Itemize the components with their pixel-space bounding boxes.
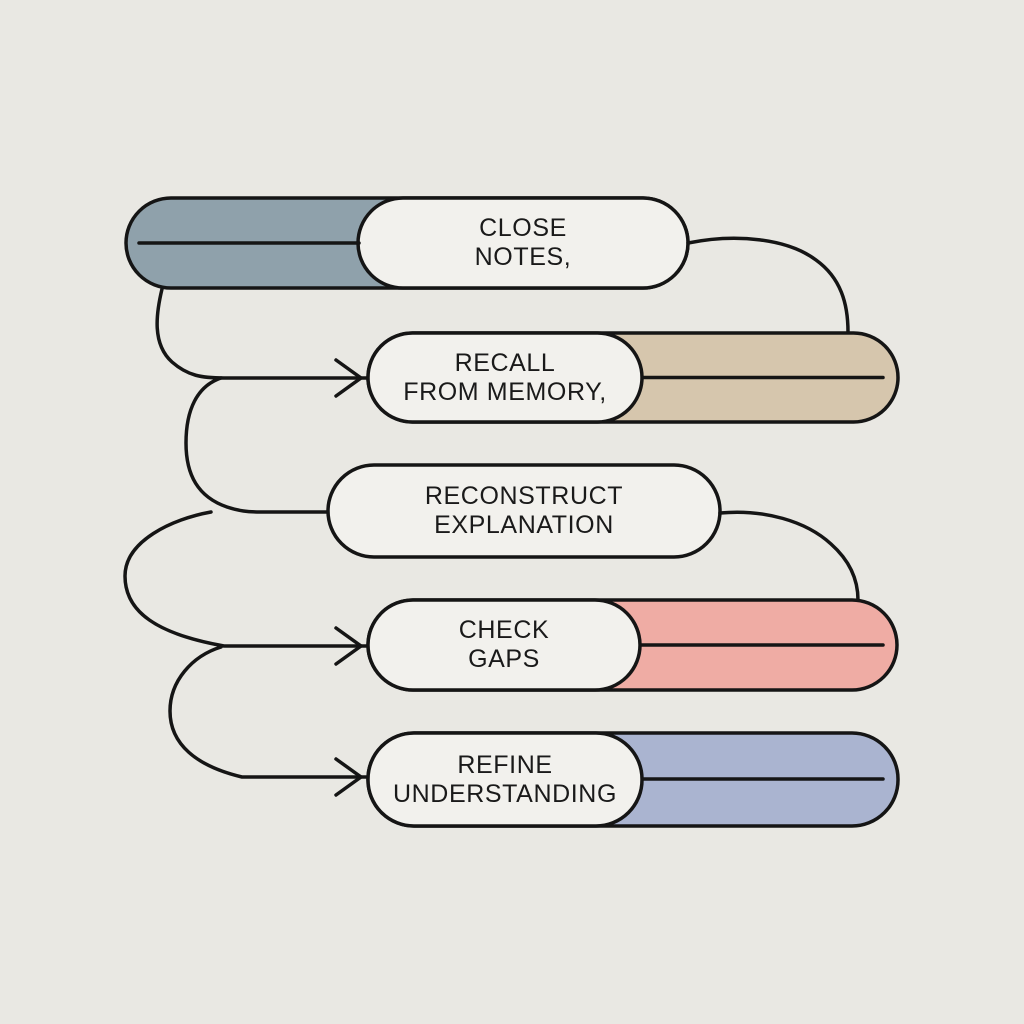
arrowhead-into-check-gaps (334, 626, 364, 666)
connector-reconstruct-to-check-gaps-left (123, 510, 368, 648)
node-refine-shape (366, 731, 644, 828)
connector-recall-to-reconstruct-left (184, 376, 330, 514)
connector-close-notes-to-recall-left (155, 287, 368, 380)
node-recall-shape (366, 331, 644, 424)
diagram-stroke-group (123, 196, 900, 828)
connector-check-gaps-to-refine-left (168, 645, 368, 779)
node-close-notes-shape (356, 196, 690, 290)
node-check-gaps-shape (366, 598, 642, 692)
arrowhead-into-refine (334, 757, 364, 797)
connector-reconstruct-to-check-gaps-right (718, 510, 860, 602)
arrowhead-into-recall (334, 358, 364, 398)
node-reconstruct-shape (326, 463, 722, 559)
connector-close-notes-to-recall-right (686, 236, 850, 334)
